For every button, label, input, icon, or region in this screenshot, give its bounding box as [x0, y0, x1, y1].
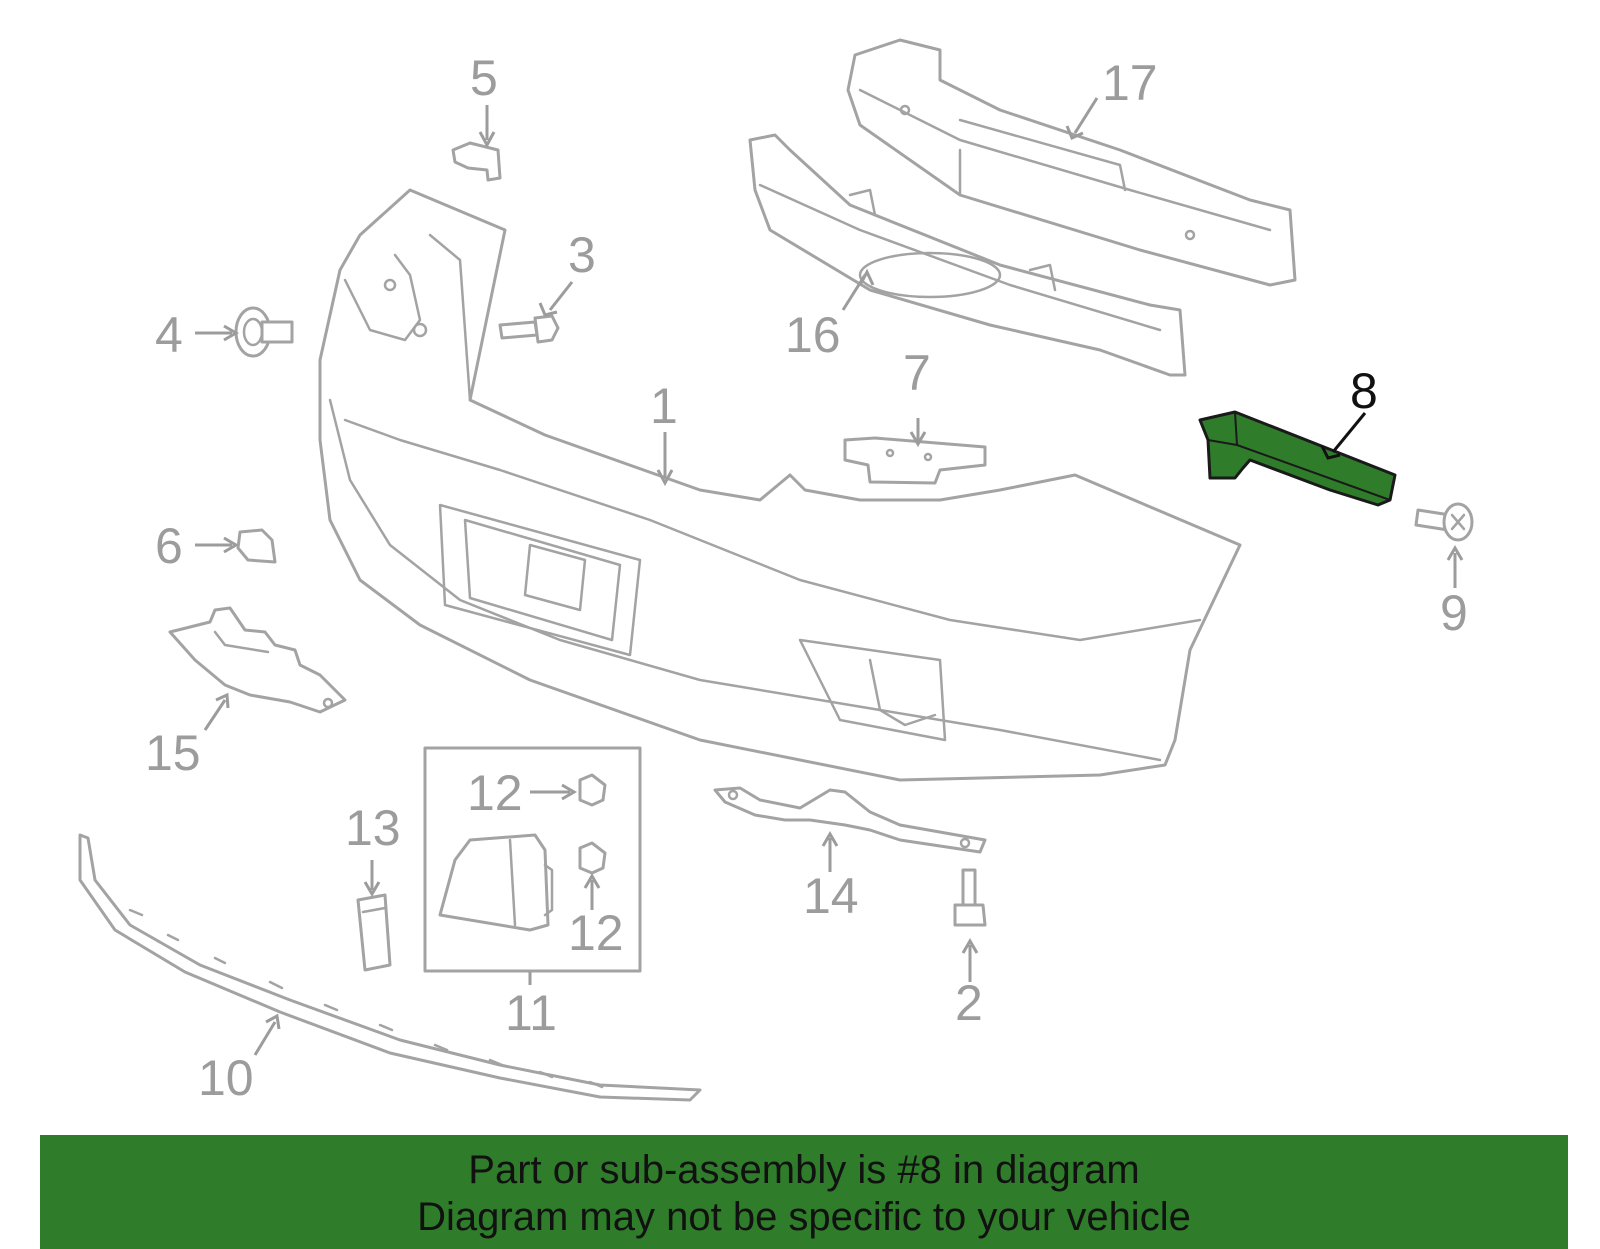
- part-9-screw[interactable]: [1414, 502, 1474, 542]
- callout-16: 16: [785, 307, 841, 363]
- callout-labels: 5 3 4 1 17 16 7 8 6 9 15 13 12 12 11 14 …: [145, 50, 1468, 1106]
- banner-line-part-number: Part or sub-assembly is #8 in diagram: [468, 1148, 1140, 1192]
- part-17-reinforcement-beam[interactable]: [846, 38, 1297, 287]
- part-8-bumper-bracket-highlighted[interactable]: [1198, 410, 1397, 507]
- part-16-bumper-absorber[interactable]: [748, 133, 1187, 377]
- part-5-retainer-clip[interactable]: [451, 141, 502, 182]
- callout-12-top: 12: [467, 765, 523, 821]
- part-2-bolt[interactable]: [953, 868, 987, 927]
- callout-11: 11: [505, 985, 557, 1041]
- part-15-side-bracket[interactable]: [168, 606, 347, 714]
- callout-7: 7: [903, 345, 931, 401]
- callout-6: 6: [155, 518, 183, 574]
- callout-15: 15: [145, 725, 201, 781]
- part-4-flange-nut[interactable]: [234, 306, 294, 358]
- part-11-reflector-assembly-box[interactable]: [423, 746, 642, 973]
- callout-1: 1: [650, 378, 678, 434]
- banner-line-disclaimer: Diagram may not be specific to your vehi…: [417, 1195, 1191, 1239]
- part-6-clip[interactable]: [236, 528, 277, 564]
- part-1-bumper-cover[interactable]: [318, 188, 1242, 782]
- part-10-lower-molding[interactable]: [78, 833, 702, 1102]
- callout-12-bottom: 12: [568, 905, 624, 961]
- callout-2: 2: [955, 975, 983, 1031]
- info-banner: Part or sub-assembly is #8 in diagram Di…: [40, 1135, 1568, 1249]
- part-14-lower-bracket[interactable]: [713, 786, 987, 854]
- callout-10: 10: [198, 1050, 254, 1106]
- part-7-bracket-plate[interactable]: [843, 436, 987, 485]
- callout-13: 13: [345, 800, 401, 856]
- part-13-pad[interactable]: [356, 893, 392, 972]
- callout-8: 8: [1350, 363, 1378, 419]
- callout-9: 9: [1440, 585, 1468, 641]
- part-3-bolt[interactable]: [498, 314, 560, 344]
- callout-3: 3: [568, 227, 596, 283]
- callout-arrows: [195, 97, 1464, 1056]
- callout-14: 14: [803, 868, 859, 924]
- callout-17: 17: [1102, 55, 1158, 111]
- callout-4: 4: [155, 307, 183, 363]
- callout-5: 5: [470, 50, 498, 106]
